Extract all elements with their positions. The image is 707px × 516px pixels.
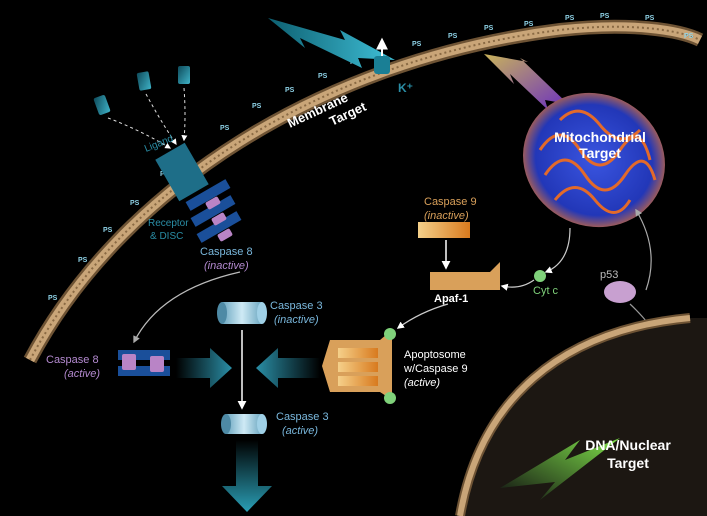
ps-marker: PS bbox=[684, 33, 694, 40]
cytc-dot bbox=[534, 270, 546, 282]
mitochondrion bbox=[484, 54, 665, 228]
caspase3-inactive-state: (inactive) bbox=[274, 314, 319, 326]
apoptosome-shape bbox=[322, 328, 396, 404]
cell-membrane bbox=[23, 19, 704, 364]
caspase3-active-name: Caspase 3 bbox=[276, 411, 329, 423]
caspase8-inactive-state: (inactive) bbox=[204, 260, 249, 272]
dna-target-bolt bbox=[500, 438, 620, 500]
ps-marker: PS bbox=[412, 41, 422, 48]
p53-to-mito-arrow bbox=[635, 208, 652, 291]
ps-marker: PS bbox=[600, 13, 610, 20]
ps-marker: PS bbox=[448, 33, 458, 40]
caspase8-inactive-name: Caspase 8 bbox=[200, 246, 253, 258]
ps-marker: PS bbox=[48, 295, 58, 302]
receptor-label-line1: Receptor bbox=[148, 218, 189, 229]
dna-target-line1: DNA/Nuclear bbox=[585, 437, 671, 453]
ps-marker: PS bbox=[645, 15, 655, 22]
apoptosome-to-caspase3-arrow bbox=[256, 348, 320, 388]
caspase8-active-shape bbox=[118, 350, 170, 376]
membrane-target-bolt bbox=[268, 18, 395, 74]
caspase3-inactive-shape bbox=[217, 302, 267, 324]
cytc-to-apaf-arrow bbox=[500, 279, 535, 291]
p53-label: p53 bbox=[600, 269, 618, 281]
ps-marker: PS bbox=[484, 25, 494, 32]
ligand-molecules bbox=[93, 66, 190, 149]
dna-target-line2: Target bbox=[607, 455, 649, 471]
disc-to-caspase8-active-arrow bbox=[133, 271, 241, 344]
mito-target-line1: Mitochondrial bbox=[554, 129, 646, 145]
mito-target-line2: Target bbox=[579, 145, 621, 161]
ps-marker: PS bbox=[78, 257, 88, 264]
receptor-label-line2: & DISC bbox=[150, 231, 183, 242]
mito-to-cytc-arrow bbox=[544, 227, 571, 274]
k-plus-label: K⁺ bbox=[398, 81, 413, 95]
ps-marker: PS bbox=[524, 21, 534, 28]
ps-marker: PS bbox=[103, 227, 113, 234]
caspase8-active-name: Caspase 8 bbox=[46, 354, 99, 366]
caspase3-inactive-name: Caspase 3 bbox=[270, 300, 323, 312]
caspase9-inactive-shape bbox=[418, 222, 470, 238]
caspase9-state: (inactive) bbox=[424, 210, 469, 222]
ps-marker: PS bbox=[285, 87, 295, 94]
downstream-arrow bbox=[222, 440, 272, 512]
ps-marker: PS bbox=[220, 125, 230, 132]
ps-marker: PS bbox=[130, 200, 140, 207]
apaf1-shape bbox=[430, 262, 500, 290]
ps-marker: PS bbox=[565, 15, 575, 22]
receptor-disc-complex bbox=[155, 142, 242, 243]
ps-marker: PS bbox=[252, 103, 262, 110]
apaf-to-apoptosome-arrow bbox=[396, 303, 449, 329]
caspase9-name: Caspase 9 bbox=[424, 196, 477, 208]
caspase8-active-state: (active) bbox=[64, 368, 100, 380]
nucleus bbox=[455, 313, 707, 516]
ps-marker: PS bbox=[318, 73, 328, 80]
apaf1-label: Apaf-1 bbox=[434, 293, 468, 305]
apoptosome-line1: Apoptosome bbox=[404, 349, 466, 361]
cytc-label: Cyt c bbox=[533, 285, 559, 297]
caspase8-to-caspase3-arrow bbox=[176, 348, 232, 388]
apoptosome-line3: (active) bbox=[404, 377, 440, 389]
caspase3-active-state: (active) bbox=[282, 425, 318, 437]
p53-shape bbox=[604, 281, 636, 303]
apoptosome-line2: w/Caspase 9 bbox=[403, 363, 468, 375]
caspase3-active-shape bbox=[221, 414, 267, 434]
